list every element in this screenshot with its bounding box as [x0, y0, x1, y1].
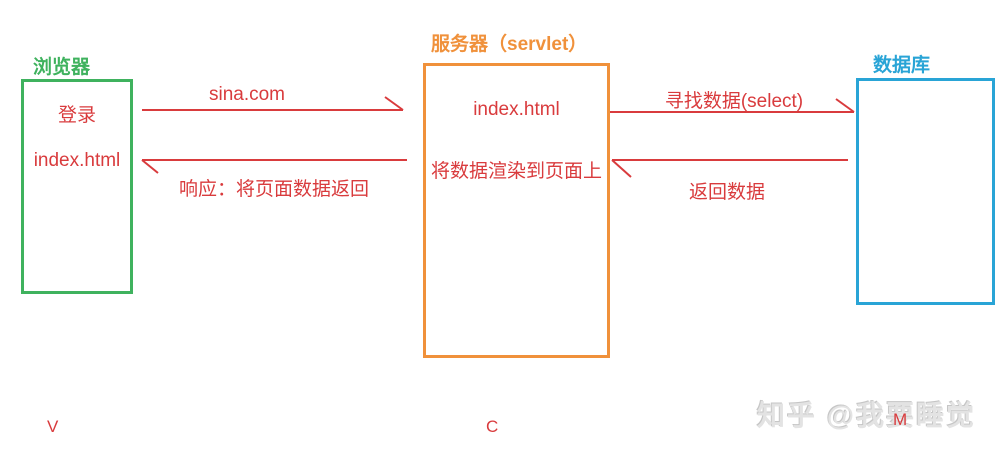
- mvc-letter-model: M: [893, 410, 908, 429]
- mvc-letter-controller: C: [486, 417, 499, 436]
- database-title: 数据库: [873, 55, 931, 76]
- query-arrow: [610, 98, 855, 113]
- server-title: 服务器（servlet）: [431, 34, 588, 55]
- browser-title: 浏览器: [33, 57, 91, 78]
- browser-page-text: index.html: [33, 150, 121, 171]
- query-arrow-label: 寻找数据(select): [664, 91, 804, 112]
- response-arrow-label: 响应：将页面数据返回: [178, 179, 369, 200]
- server-page-text: index.html: [473, 99, 560, 120]
- return-arrow: [611, 159, 848, 178]
- request-arrow: [142, 96, 404, 111]
- browser-box: [21, 79, 133, 294]
- request-arrow-label: sina.com: [208, 84, 286, 105]
- server-box: [423, 63, 610, 358]
- browser-login-text: 登录: [57, 105, 96, 126]
- server-render-text: 将数据渲染到页面上: [430, 161, 602, 182]
- database-box: [856, 78, 995, 305]
- zhihu-watermark: 知乎 @我要睡觉: [757, 400, 977, 431]
- response-arrow: [141, 159, 407, 174]
- mvc-letter-view: V: [47, 417, 59, 436]
- return-arrow-label: 返回数据: [688, 182, 765, 203]
